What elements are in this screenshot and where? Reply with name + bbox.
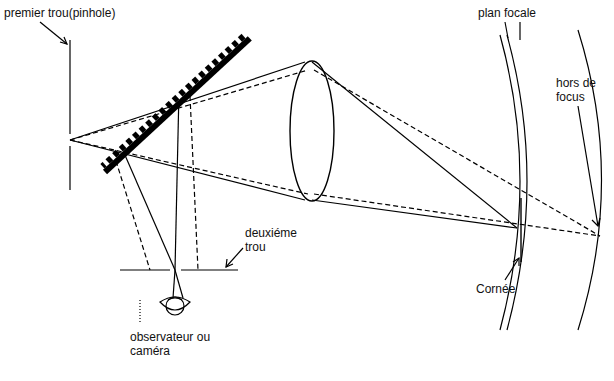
- beam-splitter: [99, 32, 252, 174]
- pinhole-label: premier trou(pinhole): [4, 6, 154, 20]
- dashed-rays: [70, 70, 600, 270]
- cornea-label: Cornée: [476, 282, 536, 296]
- observer-label: observateur ou caméra: [130, 330, 220, 358]
- pinhole-screen: [69, 40, 70, 134]
- pinhole-label: deuxiéme trou: [245, 226, 307, 254]
- out-of-focus-arc: [578, 30, 602, 330]
- leader-lines: [40, 22, 600, 280]
- solid-rays: [70, 62, 517, 298]
- pinhole-screen: [120, 269, 170, 270]
- eye-symbol: [160, 297, 190, 315]
- pinhole-screen: [69, 146, 70, 190]
- pinhole-screen: [181, 269, 238, 270]
- lens: [290, 61, 334, 201]
- dotted-mark: [139, 300, 140, 322]
- cornea-line: [520, 198, 521, 262]
- focal-plane-label: plan focale: [478, 6, 568, 20]
- out-of-focus-label: hors de focus: [556, 76, 608, 104]
